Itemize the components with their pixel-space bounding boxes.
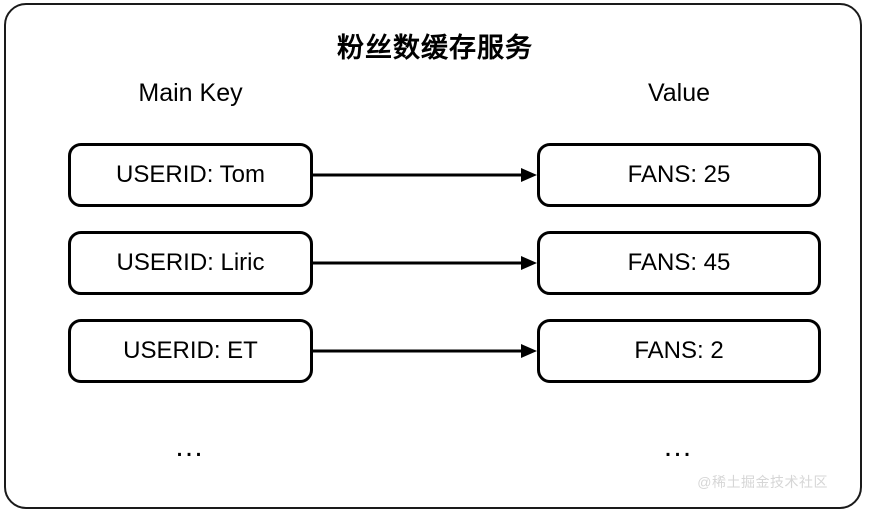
arrow-right-icon-1 [313,167,537,183]
value-node-3[interactable]: FANS: 2 [537,319,821,383]
key-node-3[interactable]: USERID: ET [68,319,313,383]
key-column-ellipsis: … [174,430,207,463]
key-node-1[interactable]: USERID: Tom [68,143,313,207]
key-node-2[interactable]: USERID: Liric [68,231,313,295]
column-header-value: Value [647,79,711,107]
arrow-right-icon-3 [313,343,537,359]
page-title: 粉丝数缓存服务 [337,33,533,63]
value-node-2[interactable]: FANS: 45 [537,231,821,295]
value-column-ellipsis: … [662,430,696,463]
value-node-1[interactable]: FANS: 25 [537,143,821,207]
arrow-right-icon-2 [313,255,537,271]
column-header-main-key: Main Key [138,79,243,107]
watermark: @稀土掘金技术社区 [697,474,828,490]
